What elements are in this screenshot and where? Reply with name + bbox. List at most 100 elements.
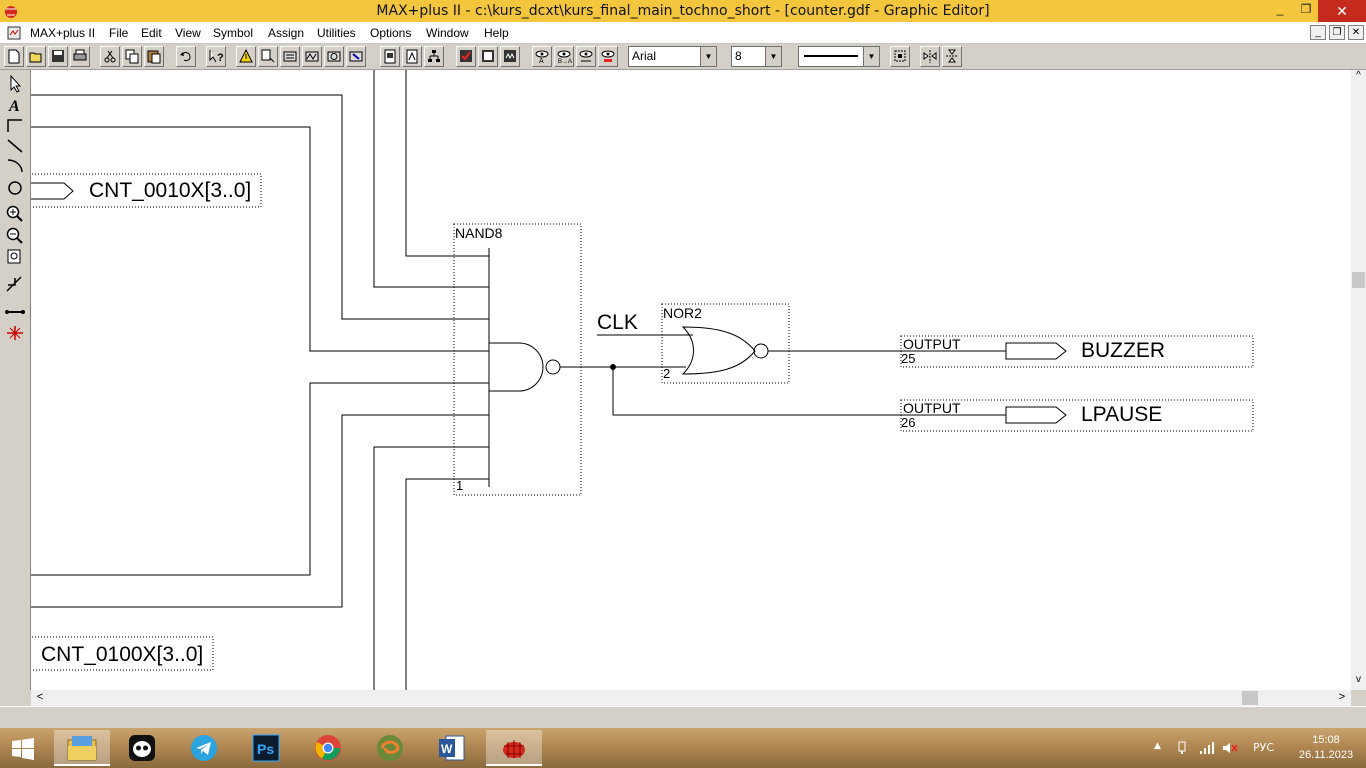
output-buzzer-arrow bbox=[1005, 342, 1067, 360]
scroll-up-button[interactable]: ^ bbox=[1356, 70, 1361, 81]
minimize-button[interactable]: _ bbox=[1276, 2, 1284, 16]
chevron-down-icon[interactable]: ▼ bbox=[700, 47, 716, 66]
tray-expand-icon[interactable]: ▲ bbox=[1154, 741, 1161, 751]
nand8-label[interactable]: NAND8 bbox=[455, 225, 503, 241]
connect-dot-tool-icon[interactable] bbox=[4, 302, 26, 322]
output-lpause-name[interactable]: LPAUSE bbox=[1081, 403, 1163, 426]
output-lpause-arrow bbox=[1005, 406, 1067, 424]
rubberbanding-button[interactable] bbox=[890, 46, 910, 67]
menu-help[interactable]: Help bbox=[484, 26, 509, 40]
usb-device-icon[interactable] bbox=[1175, 741, 1189, 755]
document-icon[interactable] bbox=[6, 25, 22, 41]
chevron-down-icon[interactable]: ▼ bbox=[863, 47, 879, 66]
save-button[interactable] bbox=[48, 46, 68, 67]
chevron-down-icon[interactable]: ▼ bbox=[765, 47, 781, 66]
close-button[interactable]: ✕ bbox=[1318, 0, 1366, 22]
svg-text:A: A bbox=[8, 98, 20, 115]
menu-options[interactable]: Options bbox=[370, 26, 412, 40]
horizontal-scroll-thumb[interactable] bbox=[1242, 691, 1258, 705]
font-name-select[interactable]: Arial▼ bbox=[628, 46, 717, 67]
flip-horizontal-button[interactable] bbox=[920, 46, 940, 67]
network-signal-icon[interactable] bbox=[1199, 741, 1215, 755]
pin-top-label[interactable]: CNT_0010X[3..0] bbox=[89, 179, 252, 202]
probe-color-button[interactable] bbox=[598, 46, 618, 67]
eye-replace-icon: B→A bbox=[557, 50, 572, 64]
help-pointer-button[interactable]: ? bbox=[206, 46, 226, 67]
maxplus-app-icon[interactable] bbox=[3, 3, 19, 19]
menu-view[interactable]: View bbox=[175, 26, 201, 40]
taskbar-photoshop[interactable]: Ps bbox=[238, 730, 294, 766]
maximize-button[interactable]: ❐ bbox=[1300, 2, 1312, 16]
menu-assign[interactable]: Assign bbox=[268, 26, 305, 40]
horizontal-scrollbar[interactable]: < > bbox=[31, 690, 1351, 706]
language-indicator[interactable]: РУС bbox=[1253, 741, 1275, 754]
output-buzzer-name[interactable]: BUZZER bbox=[1081, 339, 1165, 362]
menu-maxplus[interactable]: MAX+plus II bbox=[30, 26, 96, 40]
save-compile-button[interactable] bbox=[478, 46, 498, 67]
probe-replace-button[interactable]: B→A bbox=[554, 46, 574, 67]
flip-vertical-button[interactable] bbox=[942, 46, 962, 67]
circle-tool-icon[interactable] bbox=[4, 178, 26, 198]
taskbar-app-swirl[interactable] bbox=[362, 730, 418, 766]
font-size-select[interactable]: 8▼ bbox=[731, 46, 782, 67]
clk-label[interactable]: CLK bbox=[597, 311, 638, 334]
simulator-button[interactable] bbox=[302, 46, 322, 67]
set-project-button[interactable] bbox=[402, 46, 422, 67]
nor2-label[interactable]: NOR2 bbox=[663, 305, 702, 321]
hierarchy-display-button[interactable] bbox=[424, 46, 444, 67]
undo-button[interactable] bbox=[176, 46, 196, 67]
compiler-button[interactable] bbox=[280, 46, 300, 67]
menu-file[interactable]: File bbox=[109, 26, 129, 40]
zoom-out-icon[interactable] bbox=[4, 226, 26, 246]
scroll-left-button[interactable]: < bbox=[36, 691, 44, 703]
orthogonal-line-tool-icon[interactable] bbox=[4, 116, 26, 136]
vertical-scrollbar[interactable]: ^ v bbox=[1351, 70, 1366, 690]
svg-text:A: A bbox=[539, 58, 544, 64]
menu-utilities[interactable]: Utilities bbox=[317, 26, 356, 40]
taskbar-chrome[interactable] bbox=[300, 730, 356, 766]
schematic-canvas[interactable]: CNT_0010X[3..0] CNT_0100X[3..0] NAND8 1 … bbox=[31, 70, 1351, 690]
cut-button[interactable] bbox=[100, 46, 120, 67]
paste-button[interactable] bbox=[144, 46, 164, 67]
vertical-scroll-thumb[interactable] bbox=[1352, 272, 1365, 288]
taskbar-ghost-app[interactable] bbox=[114, 730, 170, 766]
hierarchy-up-button[interactable] bbox=[258, 46, 278, 67]
taskbar-word[interactable]: W bbox=[424, 730, 480, 766]
copy-button[interactable] bbox=[122, 46, 142, 67]
menu-symbol[interactable]: Symbol bbox=[213, 26, 254, 40]
windows-start-icon[interactable] bbox=[12, 738, 34, 760]
probe-node-button[interactable] bbox=[576, 46, 596, 67]
print-button[interactable] bbox=[70, 46, 90, 67]
save-check-button[interactable] bbox=[456, 46, 476, 67]
scroll-right-button[interactable]: > bbox=[1338, 691, 1346, 703]
menu-window[interactable]: Window bbox=[426, 26, 469, 40]
diagonal-line-tool-icon[interactable] bbox=[4, 136, 26, 156]
timing-analyzer-button[interactable] bbox=[324, 46, 344, 67]
open-file-button[interactable] bbox=[26, 46, 46, 67]
disconnect-tool-icon[interactable] bbox=[4, 323, 26, 343]
mdi-restore-button[interactable]: ❐ bbox=[1329, 25, 1345, 40]
mdi-minimize-button[interactable]: _ bbox=[1310, 25, 1326, 40]
probe-button[interactable]: A bbox=[532, 46, 552, 67]
save-simulate-button[interactable] bbox=[500, 46, 520, 67]
arc-tool-icon[interactable] bbox=[4, 156, 26, 176]
mdi-close-button[interactable]: ✕ bbox=[1348, 25, 1364, 40]
open-project-button[interactable] bbox=[380, 46, 400, 67]
fit-in-window-icon[interactable] bbox=[4, 247, 26, 267]
line-style-select[interactable]: ▼ bbox=[798, 46, 880, 67]
taskbar-file-explorer[interactable] bbox=[54, 730, 110, 766]
taskbar-telegram[interactable] bbox=[176, 730, 232, 766]
programmer-button[interactable] bbox=[346, 46, 366, 67]
new-file-button[interactable] bbox=[4, 46, 24, 67]
warning-button[interactable] bbox=[236, 46, 256, 67]
taskbar-maxplus[interactable] bbox=[486, 730, 542, 766]
text-tool-icon[interactable]: A bbox=[4, 95, 26, 115]
scroll-down-button[interactable]: v bbox=[1356, 674, 1361, 685]
node-connect-tool-icon[interactable] bbox=[4, 274, 26, 294]
menu-edit[interactable]: Edit bbox=[141, 26, 162, 40]
selection-tool-icon[interactable] bbox=[4, 74, 26, 94]
zoom-in-icon[interactable] bbox=[4, 204, 26, 224]
volume-muted-icon[interactable] bbox=[1222, 741, 1238, 755]
system-clock[interactable]: 15:08 26.11.2023 bbox=[1296, 733, 1356, 763]
pin-bottom-label[interactable]: CNT_0100X[3..0] bbox=[41, 643, 204, 666]
